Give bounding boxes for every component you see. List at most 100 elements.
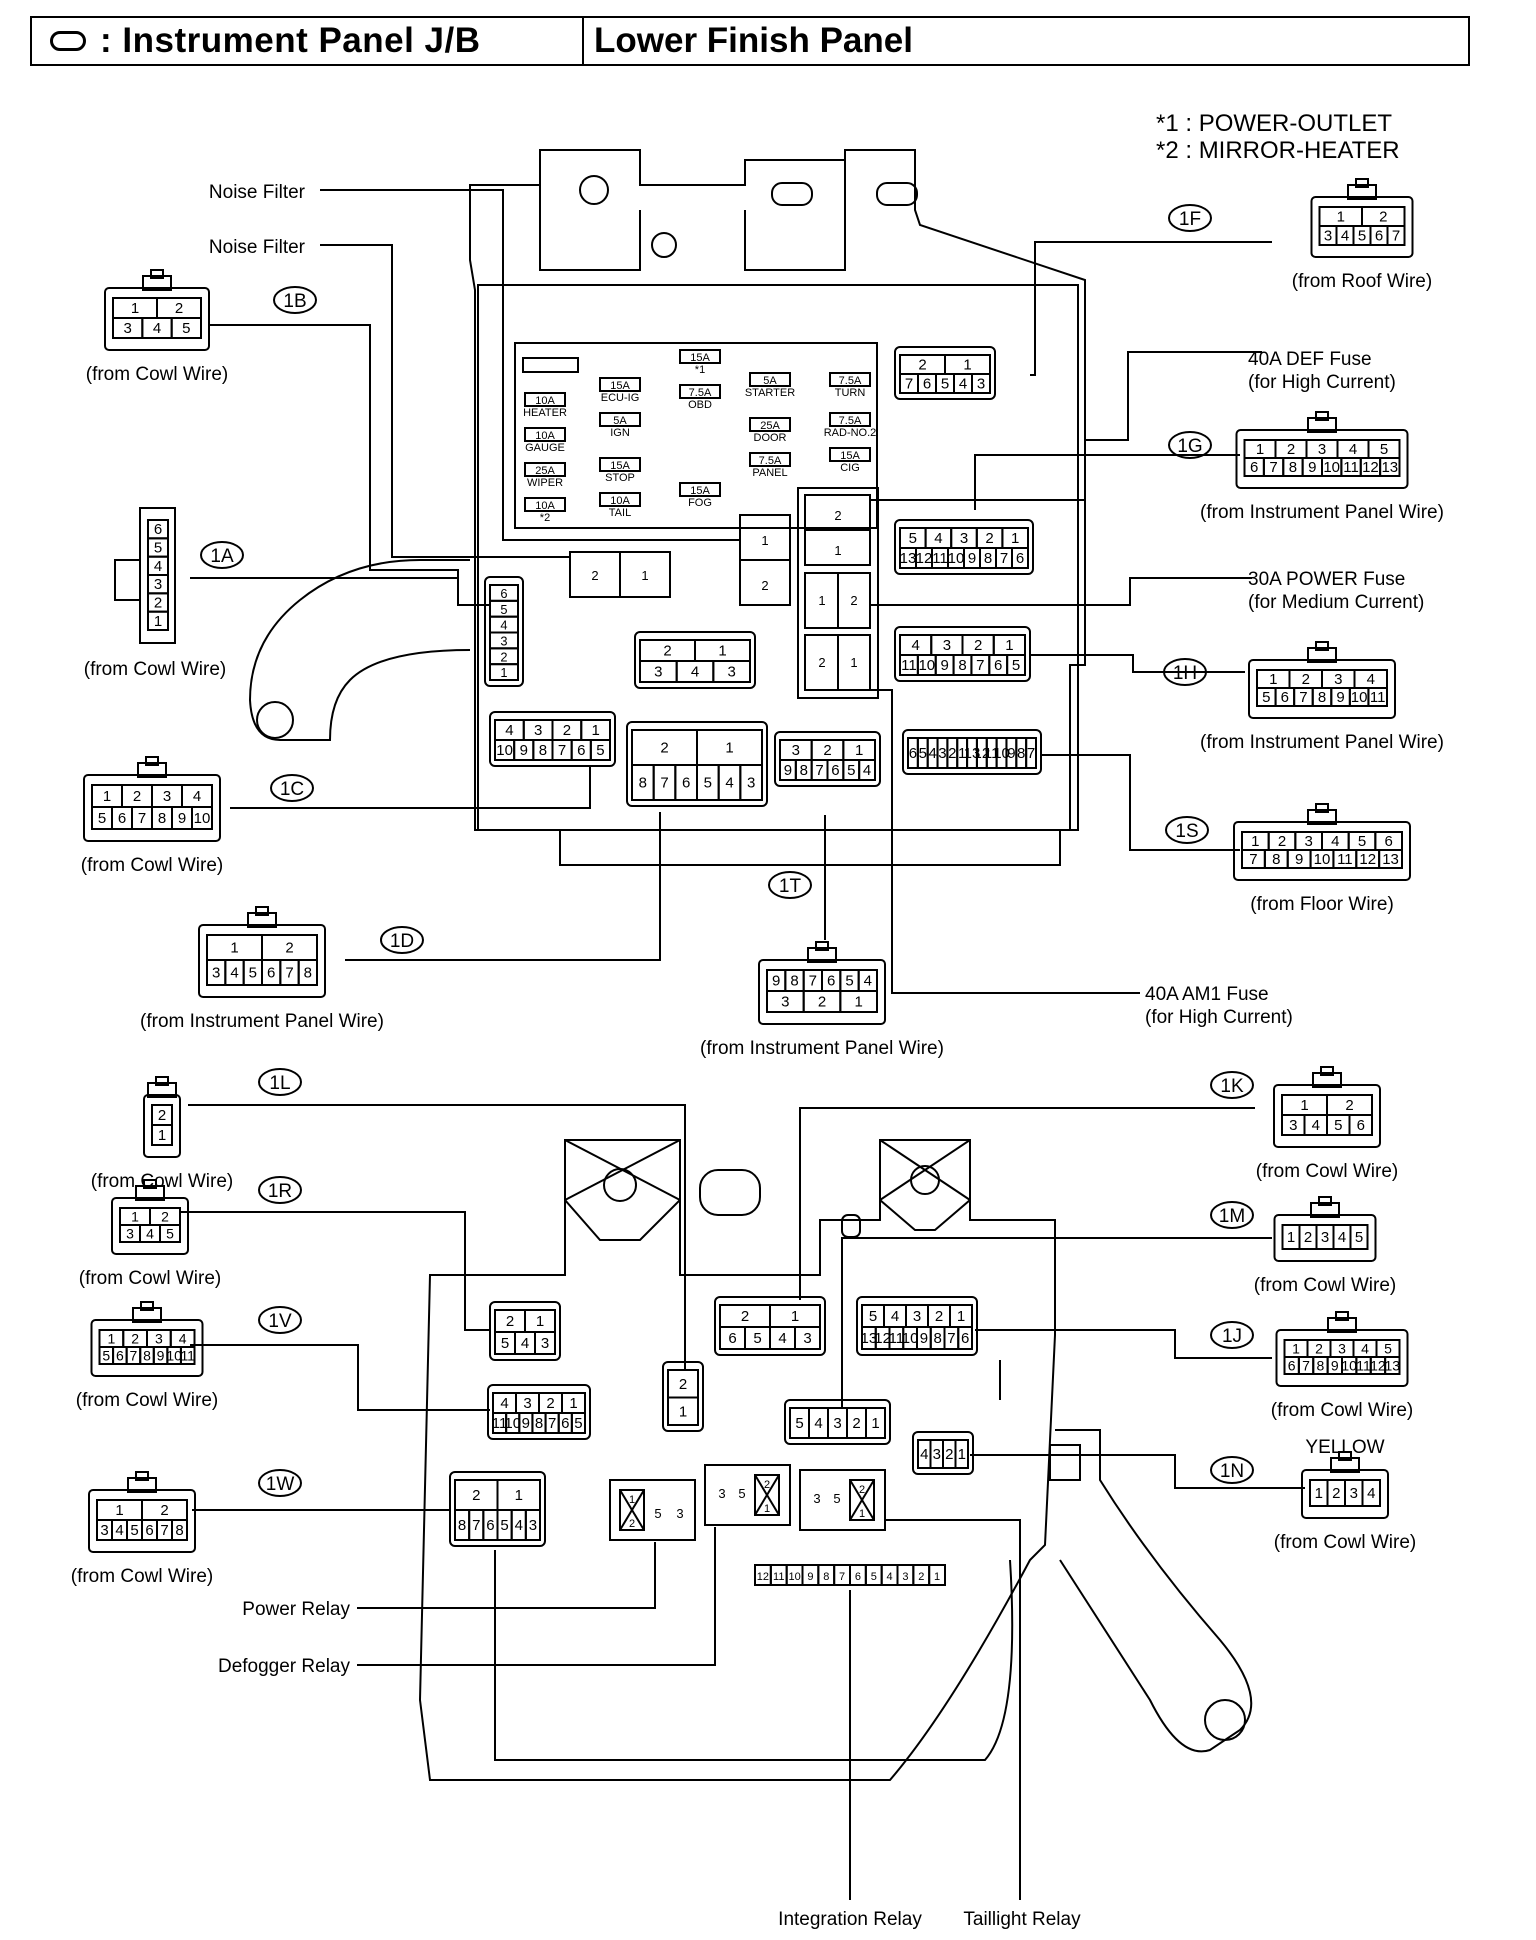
fuse-name: IGN xyxy=(610,427,630,439)
pin-number: 3 xyxy=(1289,1117,1297,1134)
pin-number: 2 xyxy=(918,357,926,374)
jb-socket-housing xyxy=(856,1296,978,1356)
connector-source-label: (from Cowl Wire) xyxy=(79,1268,222,1289)
power-fuse-label: 30A POWER Fuse xyxy=(1248,569,1405,590)
fuse-pin: 2 xyxy=(850,593,857,608)
connector-source-label: (from Cowl Wire) xyxy=(81,855,224,876)
pin-number: 8 xyxy=(535,1415,543,1432)
connector-housing xyxy=(88,1489,196,1553)
pin-number: 1 xyxy=(536,1313,544,1330)
connector-id-badge: 1J xyxy=(1210,1321,1254,1349)
pin-number: 1 xyxy=(1256,441,1264,458)
fuse-rating: 5A xyxy=(613,415,627,427)
mount-slot-icon xyxy=(876,182,918,206)
connector-id-badge: 1C xyxy=(270,774,314,802)
pin-number: 9 xyxy=(920,1330,928,1347)
fuse-body xyxy=(524,497,566,512)
pin-number: 9 xyxy=(178,810,186,827)
pin-number: 8 xyxy=(304,965,312,982)
badge-outline xyxy=(1168,204,1212,232)
pin-number: 3 xyxy=(534,722,542,739)
pin-number: 4 xyxy=(814,1415,822,1432)
pin-number: 2 xyxy=(161,1209,169,1225)
pin-number: 5 xyxy=(249,965,257,982)
fuse-name: DOOR xyxy=(754,432,787,444)
pin-number: 7 xyxy=(809,973,817,990)
fuse-name: TAIL xyxy=(609,507,631,519)
leader-line xyxy=(320,189,740,541)
relay-pin: 5 xyxy=(738,1486,745,1501)
fuse-rating: 7.5A xyxy=(839,375,862,387)
fuse-body xyxy=(679,482,721,497)
pin-number: 13 xyxy=(1382,851,1399,868)
leader-line xyxy=(190,1344,490,1411)
pin-number: 4 xyxy=(146,1226,154,1242)
def-fuse-sublabel: (for High Current) xyxy=(1248,372,1396,393)
footnotes: *1 : POWER-OUTLET *2 : MIRROR-HEATER xyxy=(1156,110,1400,164)
fuse-slot-blank xyxy=(522,357,579,373)
pin-number: 1 xyxy=(103,788,111,805)
relay-pin: 3 xyxy=(676,1506,683,1521)
pin-number: 4 xyxy=(515,1517,523,1534)
connector-source-label: (from Floor Wire) xyxy=(1250,894,1394,915)
pin-number: 3 xyxy=(541,1335,549,1352)
lower-jb-outline xyxy=(418,1139,1056,1781)
pin-number: 4 xyxy=(154,558,162,575)
pin-number: 1 xyxy=(791,1308,799,1325)
taillight-relay-label: Taillight Relay xyxy=(963,1909,1081,1930)
leader-line xyxy=(190,577,490,606)
pin-number: 7 xyxy=(285,965,293,982)
pin-number: 1 xyxy=(107,1331,115,1347)
pin-number: 9 xyxy=(968,550,976,567)
connector-pin xyxy=(489,663,519,682)
connector-pin xyxy=(170,317,203,339)
connector-housing xyxy=(1275,1329,1409,1387)
header-location: Lower Finish Panel xyxy=(594,21,913,60)
pin-number: 5 xyxy=(845,973,853,990)
fuse-body xyxy=(599,377,641,392)
pin-number: 2 xyxy=(985,530,993,547)
connector-id: 1T xyxy=(779,876,802,897)
jb-socket-housing xyxy=(774,731,881,787)
connector-pin xyxy=(570,1412,586,1434)
pin-number: 12 xyxy=(1362,459,1379,476)
pin-number: 6 xyxy=(923,376,931,393)
pin-number: 3 xyxy=(977,376,985,393)
fuse-name: *1 xyxy=(695,364,705,376)
connector-source-label: (from Cowl Wire) xyxy=(1271,1400,1414,1421)
connector-source-label: (from Instrument Panel Wire) xyxy=(1200,502,1444,523)
pin-number: 6 xyxy=(1375,228,1383,245)
fuse-name: HEATER xyxy=(523,407,567,419)
pin-number: 9 xyxy=(1295,851,1303,868)
relay-body xyxy=(799,1469,886,1531)
pin-number: 2 xyxy=(974,637,982,654)
connector-pin xyxy=(1349,1224,1369,1250)
noise-filter-a: 12 xyxy=(739,514,791,606)
pin-number: 4 xyxy=(115,1522,123,1539)
pin-number: 3 xyxy=(500,633,507,648)
pin-number: 7 xyxy=(558,742,566,759)
pin-number: 11 xyxy=(1343,459,1359,476)
pin-number: 6 xyxy=(145,1522,153,1539)
connector-pin xyxy=(297,959,318,986)
pin-number: 4 xyxy=(1331,833,1339,850)
fuse-name: GAUGE xyxy=(525,442,565,454)
fuse-rating: 10A xyxy=(535,430,555,442)
relay-pin: 1 xyxy=(859,1508,865,1520)
pin-number: 6 xyxy=(577,742,585,759)
connector-latch xyxy=(142,275,172,291)
integration-relay-label: Integration Relay xyxy=(778,1909,922,1930)
connector-housing xyxy=(1310,196,1414,258)
connector-latch xyxy=(135,1185,165,1201)
pin-number: 2 xyxy=(285,940,293,957)
